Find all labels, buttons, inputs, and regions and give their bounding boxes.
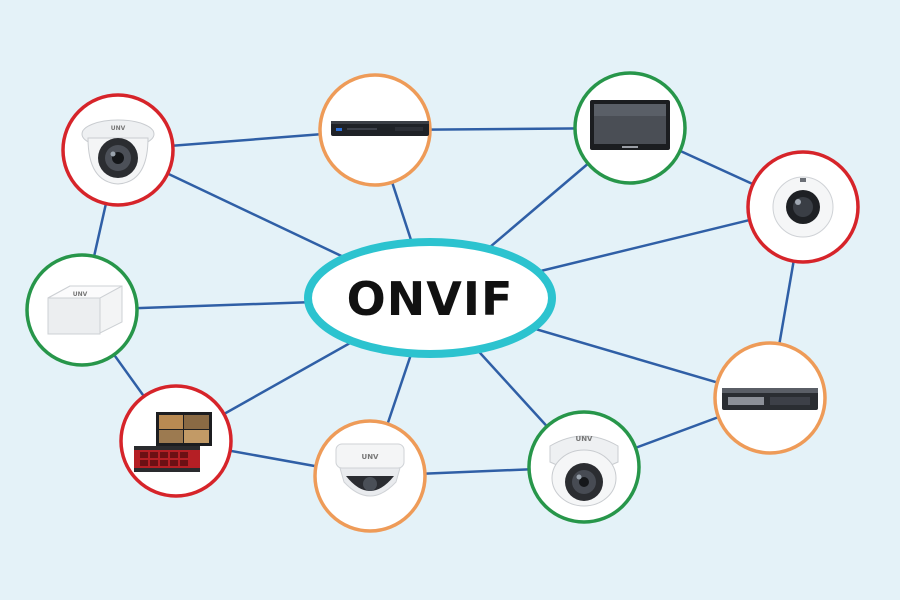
node-monitor bbox=[573, 71, 687, 185]
node-desktop-nvr: UNV bbox=[25, 253, 139, 367]
node-vandal-dome-camera: UNV bbox=[527, 410, 641, 524]
brand-logo: UNV bbox=[111, 125, 126, 132]
hub-ellipse bbox=[304, 238, 556, 358]
rack-nvr-icon bbox=[331, 121, 429, 136]
workstation-icon bbox=[134, 412, 212, 472]
brand-logo: UNV bbox=[73, 291, 88, 298]
turret-camera-icon: UNV bbox=[81, 119, 155, 185]
onvif-hub: ONVIF bbox=[304, 238, 556, 358]
node-dome-turret-camera: UNV bbox=[61, 93, 175, 207]
fisheye-camera-icon bbox=[772, 176, 834, 238]
dome-camera-icon: UNV bbox=[335, 443, 405, 497]
vandal-dome-camera-icon: UNV bbox=[549, 435, 619, 507]
hub-label: ONVIF bbox=[347, 272, 514, 326]
node-workstation-with-monitor bbox=[119, 384, 233, 498]
node-rack-nvr-2u bbox=[713, 341, 827, 455]
brand-logo: UNV bbox=[576, 435, 594, 443]
rack-server-icon bbox=[722, 388, 818, 410]
brand-logo: UNV bbox=[362, 453, 380, 461]
node-dome-camera: UNV bbox=[313, 419, 427, 533]
monitor-icon bbox=[590, 100, 670, 150]
node-rack-nvr-1u bbox=[318, 73, 432, 187]
desktop-nvr-icon: UNV bbox=[47, 285, 123, 335]
node-fisheye-camera bbox=[746, 150, 860, 264]
